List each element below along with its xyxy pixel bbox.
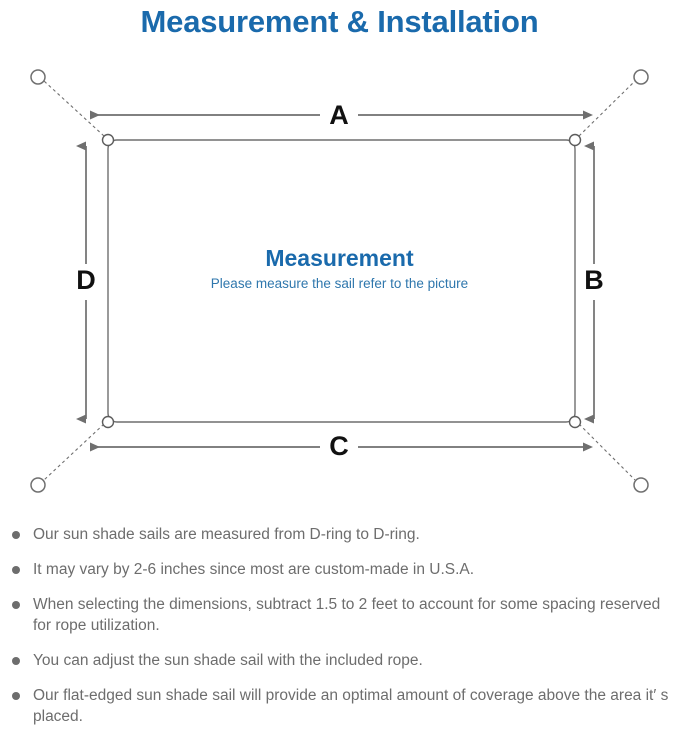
bullet-icon — [12, 657, 20, 665]
d-ring-bottom-right — [568, 415, 582, 429]
rope-bottom-left — [43, 423, 105, 481]
diagram-center-title: Measurement — [265, 245, 414, 271]
bullet-icon — [12, 601, 20, 609]
list-item: It may vary by 2-6 inches since most are… — [0, 559, 679, 580]
rope-tie-lines — [43, 80, 636, 481]
note-text: Our sun shade sails are measured from D-… — [33, 526, 420, 543]
d-rings — [101, 133, 582, 429]
list-item: Our sun shade sails are measured from D-… — [0, 524, 679, 545]
anchor-point-bottom-left — [30, 477, 46, 493]
rope-bottom-right — [578, 423, 636, 481]
rope-top-right — [578, 80, 636, 137]
page-title: Measurement & Installation — [140, 4, 539, 39]
sail-measurement-diagram: A B C D Measurement Please measure the s… — [0, 48, 679, 518]
dimension-arrows — [76, 110, 595, 452]
rope-top-left — [43, 80, 105, 137]
anchor-point-bottom-right — [633, 477, 649, 493]
note-text: When selecting the dimensions, subtract … — [33, 596, 661, 634]
diagram-center-subtitle: Please measure the sail refer to the pic… — [210, 276, 469, 291]
diagram-svg — [30, 69, 649, 493]
sail-rectangle — [107, 139, 576, 423]
bullet-icon — [12, 566, 20, 574]
dimension-label-b: B — [584, 265, 604, 295]
note-text: Our flat-edged sun shade sail will provi… — [33, 687, 669, 725]
dimension-label-a: A — [329, 100, 349, 130]
dimension-label-d: D — [76, 265, 96, 295]
note-text: It may vary by 2-6 inches since most are… — [33, 561, 475, 578]
list-item: When selecting the dimensions, subtract … — [0, 594, 679, 636]
list-item: Our flat-edged sun shade sail will provi… — [0, 685, 679, 727]
anchor-points — [30, 69, 649, 493]
d-ring-bottom-left — [101, 415, 115, 429]
dimension-label-c: C — [329, 431, 349, 461]
d-ring-top-right — [568, 133, 582, 147]
anchor-point-top-right — [633, 69, 649, 85]
bullet-icon — [12, 531, 20, 539]
anchor-point-top-left — [30, 69, 46, 85]
notes-list: Our sun shade sails are measured from D-… — [0, 524, 679, 741]
bullet-icon — [12, 692, 20, 700]
list-item: You can adjust the sun shade sail with t… — [0, 650, 679, 671]
note-text: You can adjust the sun shade sail with t… — [33, 652, 423, 669]
d-ring-top-left — [101, 133, 115, 147]
